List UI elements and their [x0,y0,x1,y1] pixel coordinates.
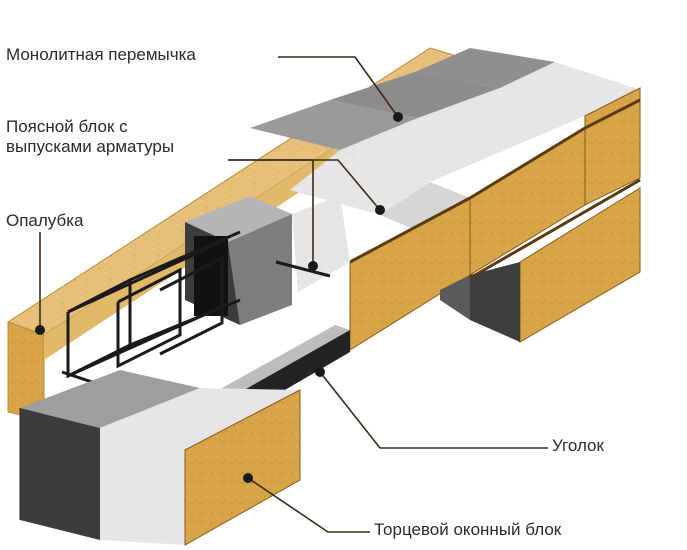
leader-dots [35,112,403,483]
wall-facing-blocks [349,87,641,351]
label-belt-block-line2: выпусками арматуры [6,137,175,156]
label-belt-block: Поясной блок с выпусками арматуры [6,117,174,157]
top-blocks-row [250,48,640,232]
end-window-block [19,370,301,546]
label-formwork: Опалубка [6,211,84,230]
leader-lines [39,56,548,533]
label-angle: Уголок [552,436,604,455]
label-belt-block-line1: Поясной блок с [6,117,128,136]
rebar-cage [61,230,331,394]
belt-block [185,195,350,325]
label-end-window-block: Торцевой оконный блок [374,520,562,539]
label-monolithic-lintel: Монолитная перемычка [6,45,196,64]
